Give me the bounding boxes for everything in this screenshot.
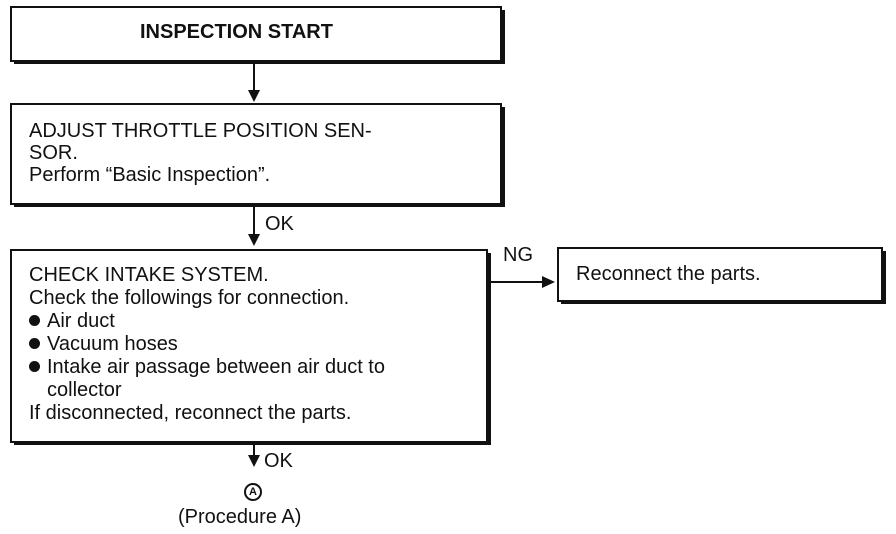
connector-line-3 bbox=[253, 445, 255, 457]
step2-item-2-text: Vacuum hoses bbox=[47, 333, 178, 355]
step1-box: ADJUST THROTTLE POSITION SEN- SOR. Perfo… bbox=[10, 103, 502, 205]
start-box-label: INSPECTION START bbox=[140, 21, 333, 43]
bullet-icon bbox=[29, 361, 40, 372]
ng-box-shadow-right bbox=[882, 251, 886, 304]
ng-box: Reconnect the parts. bbox=[557, 247, 883, 302]
step2-item-1: Air duct bbox=[29, 310, 115, 333]
connector-arrow-2 bbox=[248, 234, 260, 246]
procedure-a-label: (Procedure A) bbox=[178, 506, 302, 528]
step2-footer: If disconnected, reconnect the parts. bbox=[29, 402, 352, 424]
connector-arrow-1 bbox=[248, 90, 260, 102]
step2-item-3-text: Intake air passage between air duct to bbox=[47, 356, 385, 378]
bullet-icon bbox=[29, 338, 40, 349]
step1-box-shadow-right bbox=[501, 107, 505, 207]
connector-a-icon: A bbox=[244, 483, 262, 501]
ng-label: NG bbox=[503, 244, 533, 266]
step2-item-3-cont: collector bbox=[47, 379, 122, 401]
connector-line-2 bbox=[253, 207, 255, 237]
start-box: INSPECTION START bbox=[10, 6, 502, 62]
ng-arrow bbox=[542, 276, 555, 288]
step2-item-2: Vacuum hoses bbox=[29, 333, 178, 356]
ng-line bbox=[491, 281, 543, 283]
ok-label-2: OK bbox=[264, 450, 293, 472]
ng-box-shadow bbox=[561, 300, 886, 304]
step2-box-shadow bbox=[14, 441, 491, 445]
step2-box-shadow-right bbox=[487, 253, 491, 445]
step2-box: CHECK INTAKE SYSTEM. Check the following… bbox=[10, 249, 488, 443]
connector-a-symbol: A bbox=[249, 486, 257, 498]
start-box-shadow bbox=[14, 60, 505, 64]
step1-line-3: Perform “Basic Inspection”. bbox=[29, 164, 271, 186]
ok-label-1: OK bbox=[265, 213, 294, 235]
step2-intro: Check the followings for connection. bbox=[29, 287, 350, 309]
step2-item-1-text: Air duct bbox=[47, 310, 115, 332]
step2-item-3: Intake air passage between air duct to bbox=[29, 356, 385, 379]
step1-line-1: ADJUST THROTTLE POSITION SEN- bbox=[29, 120, 372, 142]
connector-line-1 bbox=[253, 64, 255, 92]
start-box-shadow-right bbox=[501, 10, 505, 64]
step2-title: CHECK INTAKE SYSTEM. bbox=[29, 264, 269, 286]
step1-line-2: SOR. bbox=[29, 142, 78, 164]
step1-box-shadow bbox=[14, 203, 505, 207]
connector-arrow-3 bbox=[248, 455, 260, 467]
ng-box-label: Reconnect the parts. bbox=[576, 263, 761, 285]
bullet-icon bbox=[29, 315, 40, 326]
